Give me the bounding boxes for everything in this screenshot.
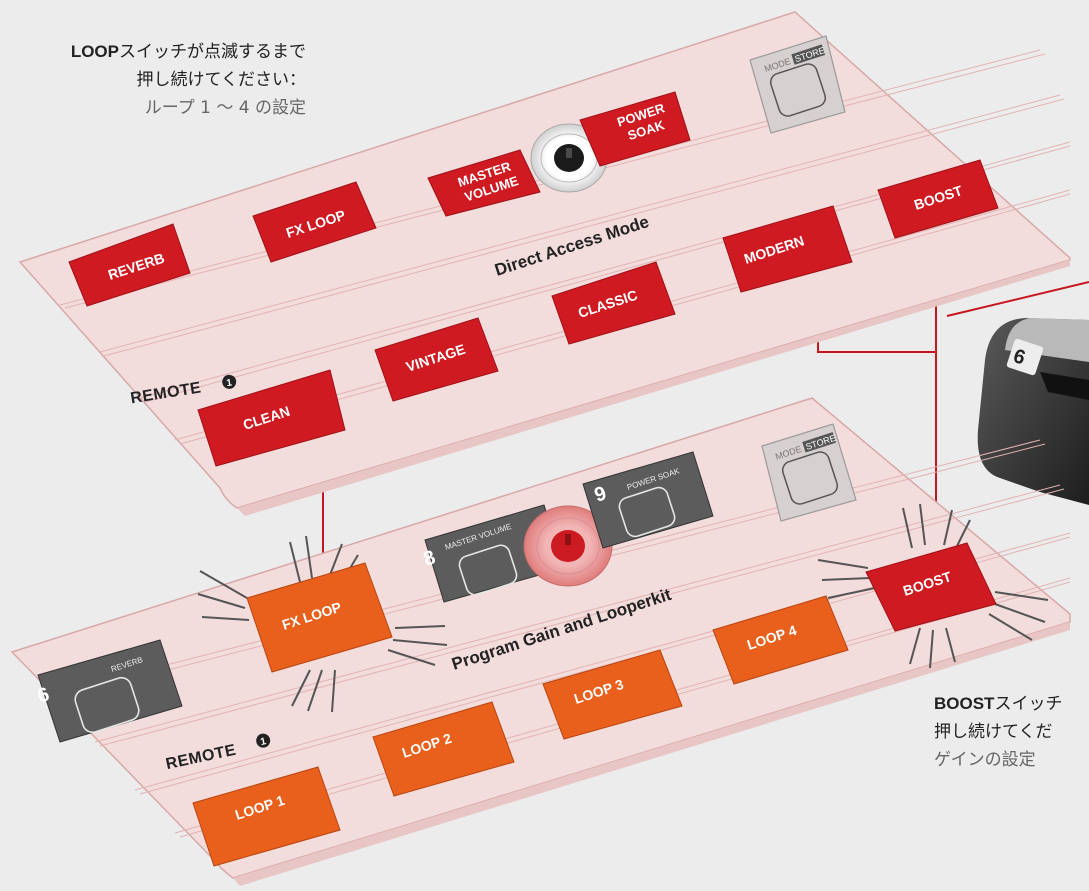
footswitch-device: 6 [977, 318, 1089, 505]
bottom-knob[interactable] [523, 505, 613, 587]
top-switch-clean[interactable]: CLEAN [197, 369, 346, 467]
boost-instruction-note: BOOSTスイッチ 押し続けてくだ ゲインの設定 [934, 690, 1089, 774]
bottom-switch-6-reverb[interactable]: 6 REVERB [35, 639, 183, 743]
note-left-line2: 押し続けてください： [136, 70, 307, 90]
note-right-line3: ゲインの設定 [934, 750, 1036, 770]
top-mode-store-switch[interactable]: MODE / STORE [749, 35, 846, 134]
svg-text:1: 1 [226, 377, 234, 389]
top-switch-classic[interactable]: CLASSIC [551, 261, 676, 345]
top-switch-modern[interactable]: MODERN [722, 205, 853, 293]
note-left-line3: ループ 1 ～ 4 の設定 [144, 98, 306, 118]
note-right-line1: スイッチ [994, 694, 1063, 714]
top-switch-reverb[interactable]: REVERB [68, 223, 191, 307]
top-switch-vintage[interactable]: VINTAGE [374, 317, 499, 402]
top-switch-boost[interactable]: BOOST [877, 159, 999, 239]
top-power-soak-switch[interactable]: POWER SOAK [579, 91, 691, 167]
svg-text:1: 1 [259, 736, 267, 748]
boost-blink-rays [817, 503, 1049, 669]
bottom-switch-boost[interactable]: BOOST [865, 542, 997, 632]
bottom-switch-loop-2[interactable]: LOOP 2 [372, 701, 515, 797]
bottom-switch-loop-3[interactable]: LOOP 3 [542, 649, 683, 740]
bottom-mode-store-switch[interactable]: MODE / STORE [761, 423, 857, 522]
bottom-switch-loop-1[interactable]: LOOP 1 [192, 766, 341, 867]
note-right-line2: 押し続けてくだ [934, 722, 1053, 742]
top-master-volume-switch[interactable]: MASTER VOLUME [427, 149, 541, 217]
bottom-switch-9-power-soak[interactable]: 9 POWER SOAK [582, 451, 714, 549]
note-left-bold: LOOP [70, 42, 119, 61]
bottom-board: MODE / STORE 8 MASTER VOLUME 9 POWER SOA… [10, 397, 1071, 886]
note-left-line1: スイッチが点滅するまで [119, 42, 306, 62]
top-board: MODE / STORE MASTER VOLUME POWER SOAK [18, 11, 1071, 516]
top-switch-fx-loop[interactable]: FX LOOP [252, 181, 377, 263]
bottom-switch-loop-4[interactable]: LOOP 4 [712, 595, 849, 685]
bottom-switch-fx-loop[interactable]: FX LOOP [246, 562, 393, 673]
loop-instruction-note: LOOPスイッチが点滅するまで 押し続けてください： ループ 1 ～ 4 の設定 [6, 38, 306, 122]
fx-loop-blink-rays [197, 535, 448, 713]
note-right-bold: BOOST [934, 694, 995, 713]
